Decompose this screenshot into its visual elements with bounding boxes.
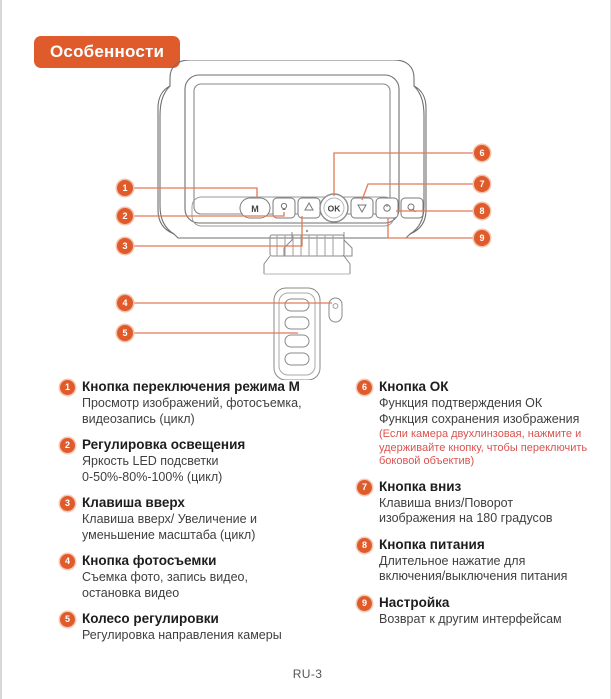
light-bulb-button-icon <box>272 197 296 219</box>
legend-title-1: Кнопка переключения режима M <box>82 379 300 394</box>
callout-leader-lines <box>133 152 474 334</box>
wheel-housing-inner <box>278 292 316 376</box>
legend-desc-9: Возврат к другим интерфейсам <box>379 611 562 626</box>
arrow-down-button-icon <box>350 197 374 219</box>
shutter-side-button <box>328 297 343 323</box>
page-number: RU-3 <box>292 667 323 681</box>
wheel-segment-1 <box>284 298 310 312</box>
magnifier-button-icon <box>400 197 424 219</box>
diagram-callout-6[interactable]: 6 <box>474 145 490 161</box>
leader-line-3 <box>133 216 303 247</box>
legend-column-left: 1 Кнопка переключения режима M Просмотр … <box>60 378 360 653</box>
leader-line-9 <box>387 218 474 239</box>
device-right-grip <box>409 85 425 235</box>
legend-badge-9: 9 <box>357 595 372 611</box>
diagram-callout-8[interactable]: 8 <box>474 203 490 219</box>
device-screen <box>193 83 391 215</box>
section-title-badge: Особенности <box>34 36 181 68</box>
legend-desc-1: Просмотр изображений, фотосъемка,видеоза… <box>82 396 302 426</box>
legend-badge-5: 5 <box>60 612 75 627</box>
power-button-icon <box>375 197 399 219</box>
legend-item-5: 5 Колесо регулировки Регулировка направл… <box>60 610 360 644</box>
device-stem <box>263 255 351 274</box>
ok-button-icon: OK <box>319 193 349 223</box>
svg-text:M: M <box>251 204 259 214</box>
legend-badge-8: 8 <box>357 537 372 553</box>
device-diagram: M OK <box>2 60 611 380</box>
legend-badge-3: 3 <box>60 496 75 511</box>
legend-title-7: Кнопка вниз <box>379 478 462 494</box>
legend-item-9: 9 Настройка Возврат к другим интерфейсам <box>357 594 607 628</box>
diagram-callout-7[interactable]: 7 <box>474 176 490 192</box>
legend-title-9: Настройка <box>379 594 450 610</box>
device-left-grip <box>159 85 175 235</box>
arrow-up-button-icon <box>297 197 321 219</box>
leader-line-2 <box>133 212 285 217</box>
legend-item-1: 1 Кнопка переключения режима M Просмотр … <box>60 378 360 427</box>
leader-line-1 <box>133 187 258 198</box>
legend-title-8: Кнопка питания <box>379 536 485 552</box>
legend-title-3: Клавиша вверх <box>82 495 185 510</box>
diagram-callout-1[interactable]: 1 <box>117 180 133 196</box>
legend-note-6: (Если камера двухлинзовая, нажмите и уде… <box>379 428 588 467</box>
legend-item-2: 2 Регулировка освещения Яркость LED подс… <box>60 436 360 485</box>
wheel-segment-2 <box>284 316 310 330</box>
leader-line-6 <box>333 152 474 196</box>
legend-badge-2: 2 <box>60 438 75 453</box>
legend-badge-6: 6 <box>357 380 372 395</box>
legend-badge-1: 1 <box>60 380 75 395</box>
legend-item-3: 3 Клавиша вверх Клавиша вверх/ Увеличени… <box>60 494 360 543</box>
legend-badge-7: 7 <box>357 479 372 495</box>
legend-item-4: 4 Кнопка фотосъемки Съемка фото, запись … <box>60 552 360 601</box>
device-bezel <box>184 74 400 224</box>
leader-line-7 <box>361 183 474 201</box>
wheel-segment-3 <box>284 334 310 348</box>
device-line-drawing: M OK <box>133 60 474 380</box>
device-button-row: M OK <box>239 193 424 223</box>
shutter-side-button-dot <box>332 303 339 309</box>
diagram-callout-9[interactable]: 9 <box>474 230 490 246</box>
legend-title-6: Кнопка ОК <box>379 379 449 394</box>
legend-title-4: Кнопка фотосъемки <box>82 553 217 568</box>
diagram-callout-5[interactable]: 5 <box>117 325 133 341</box>
mode-m-button-icon: M <box>239 197 271 219</box>
diagram-callout-3[interactable]: 3 <box>117 238 133 254</box>
diagram-callout-4[interactable]: 4 <box>117 295 133 311</box>
wheel-housing-outer <box>273 287 321 380</box>
svg-text:OK: OK <box>328 204 342 214</box>
diagram-callout-2[interactable]: 2 <box>117 208 133 224</box>
status-led-dot <box>305 229 309 233</box>
wheel-segment-4 <box>284 352 310 366</box>
adjustment-wheel-module <box>273 287 343 380</box>
legend-title-2: Регулировка освещения <box>82 437 246 452</box>
legend-badge-4: 4 <box>60 554 75 569</box>
legend-desc-5: Регулировка направления камеры <box>82 628 282 642</box>
device-outer-shell <box>157 60 427 239</box>
device-neck <box>283 232 353 257</box>
legend-desc-4: Съемка фото, запись видео,остановка виде… <box>82 570 248 600</box>
legend-title-5: Колесо регулировки <box>82 611 219 626</box>
